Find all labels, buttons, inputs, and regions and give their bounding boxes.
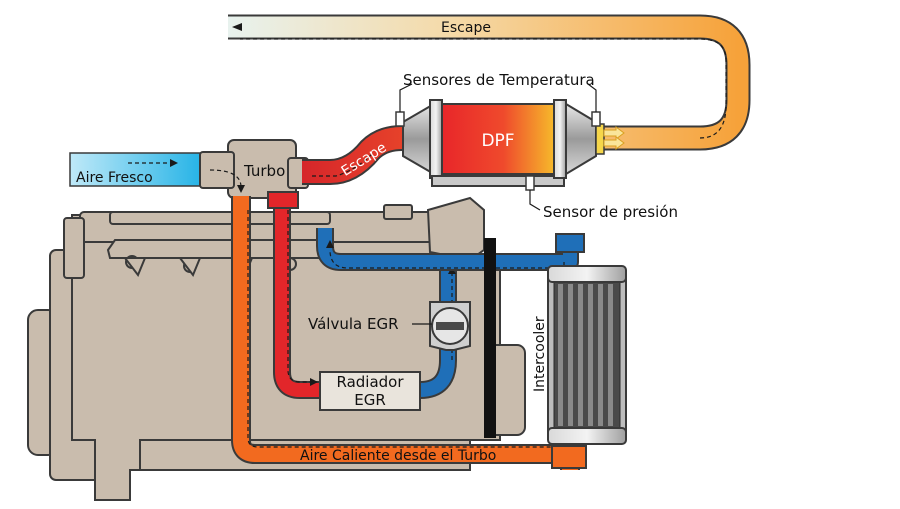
egr-hot-pipe	[267, 191, 320, 399]
temperature-sensor-inlet	[395, 111, 405, 127]
turbo-label: Turbo	[243, 162, 285, 180]
radiador-egr-label-line2: EGR	[354, 391, 386, 409]
dpf-label: DPF	[481, 131, 514, 151]
sensores-temperatura-label: Sensores de Temperatura	[403, 71, 595, 89]
exhaust-flow-arrowhead	[232, 23, 242, 31]
temperature-sensor-outlet	[591, 111, 601, 127]
dpf-outlet-arrows	[603, 126, 625, 150]
aire-fresco-label: Aire Fresco	[76, 170, 153, 186]
intercooler	[547, 265, 627, 445]
engine-radiator	[484, 238, 496, 438]
temp-sensor-leader-left	[399, 83, 413, 112]
valvula-egr-label: Válvula EGR	[308, 315, 399, 333]
exhaust-flow-arrow-line	[240, 38, 727, 139]
aire-caliente-label: Aire Caliente desde el Turbo	[300, 448, 496, 464]
pressure-sensor-leader	[529, 190, 541, 211]
radiador-egr-box	[319, 371, 421, 411]
temp-sensor-leader-right	[587, 83, 597, 112]
pressure-sensor	[525, 175, 535, 191]
valvula-egr	[429, 301, 471, 351]
escape-top-label: Escape	[441, 20, 491, 36]
intercooler-label: Intercooler	[532, 316, 548, 392]
intercooler-inlet-elbow	[551, 445, 587, 469]
fresh-air-pipe	[69, 152, 206, 187]
exhaust-pipe-to-dpf	[302, 125, 415, 185]
turbo-flow-arrowhead	[237, 185, 245, 193]
exhaust-outlet-pipe	[228, 14, 751, 151]
turbocharger	[199, 139, 309, 199]
dpf-filter	[402, 99, 605, 187]
radiador-egr-label-line1: Radiador	[336, 373, 404, 391]
sensor-presion-label: Sensor de presión	[543, 203, 678, 221]
turbo-flow-arrow	[209, 169, 242, 187]
